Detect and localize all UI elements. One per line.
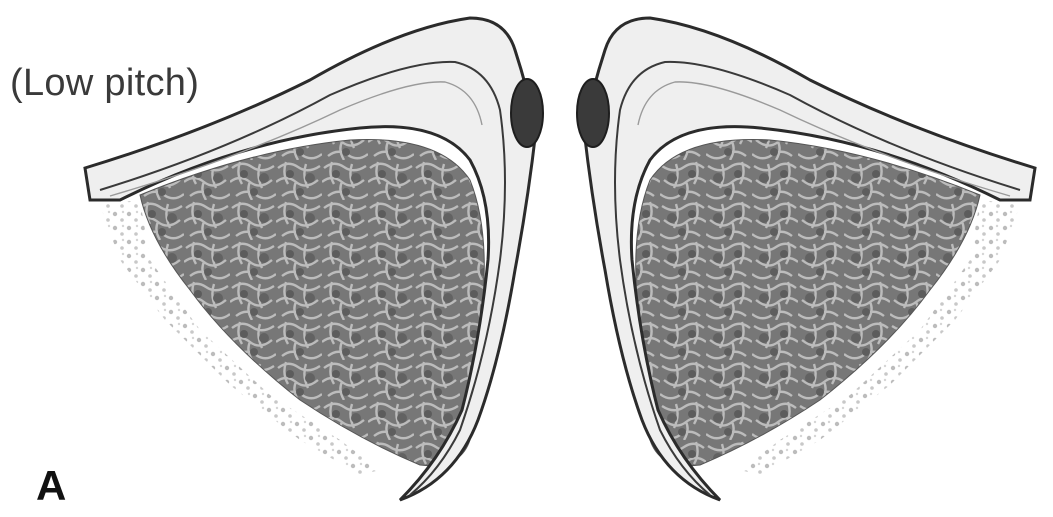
figure-caption: (Low pitch) xyxy=(10,62,199,105)
right-thyroarytenoid-muscle xyxy=(636,140,980,466)
left-thyroarytenoid-muscle xyxy=(140,140,484,466)
panel-label: A xyxy=(36,462,66,510)
right-vocal-fold xyxy=(577,18,1035,500)
right-vocal-nodule xyxy=(577,79,609,147)
left-vocal-nodule xyxy=(511,79,543,147)
